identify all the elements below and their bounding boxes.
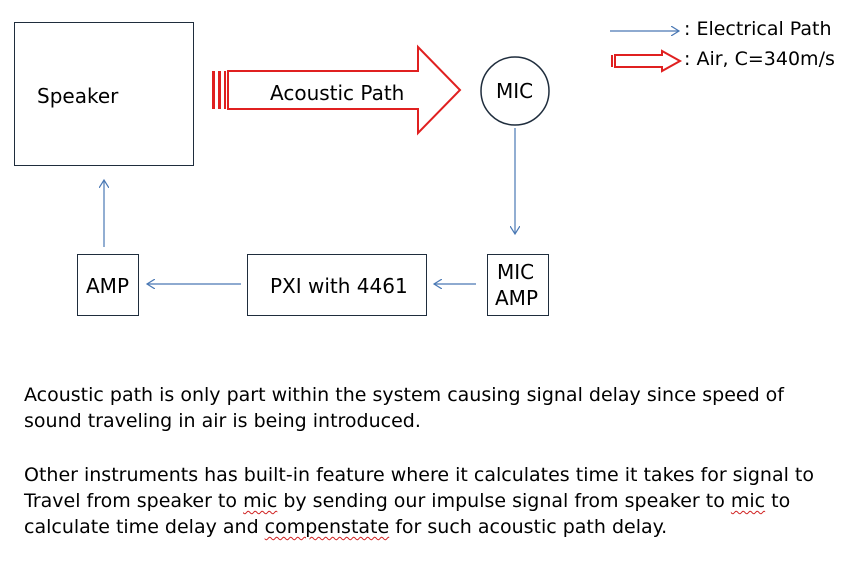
pxi-label: PXI with 4461	[270, 274, 408, 298]
pxi-box: PXI with 4461	[247, 254, 427, 316]
p2-l2-segment-a: Travel from speaker to	[24, 490, 244, 512]
legend-electrical-label: : Electrical Path	[684, 18, 832, 40]
mic-amp-box: MIC AMP	[487, 254, 549, 316]
p2-l3-segment-b: for such acoustic path delay.	[389, 516, 668, 538]
mic-amp-label-line1: MIC	[497, 260, 535, 284]
paragraph-2-line-2: Travel from speaker to mic by sending ou…	[24, 488, 849, 514]
legend-air-label: : Air, C=340m/s	[684, 48, 835, 70]
paragraph-2-line-3: calculate time delay and compenstate for…	[24, 514, 849, 540]
speaker-box: Speaker	[14, 22, 194, 166]
spellcheck-word-mic-2: mic	[730, 490, 766, 512]
paragraph-1-line-2: sound traveling in air is being introduc…	[24, 410, 421, 432]
acoustic-path-label: Acoustic Path	[270, 81, 405, 105]
paragraph-1-line-1: Acoustic path is only part within the sy…	[24, 384, 784, 406]
explanation-paragraph-2: Other instruments has built-in feature w…	[24, 462, 849, 540]
mic-circle	[480, 56, 550, 126]
mic-label: MIC	[496, 79, 534, 103]
explanation-paragraph-1: Acoustic path is only part within the sy…	[24, 382, 849, 434]
paragraph-2-line-1: Other instruments has built-in feature w…	[24, 464, 815, 486]
p2-l3-segment-a: calculate time delay and	[24, 516, 265, 538]
amp-box: AMP	[77, 254, 139, 316]
spellcheck-word-mic-1: mic	[243, 490, 278, 512]
p2-l2-segment-c: to	[765, 490, 791, 512]
acoustic-path-arrow	[212, 44, 462, 136]
amp-label: AMP	[86, 274, 129, 298]
legend-air-sample	[611, 49, 683, 73]
speaker-label: Speaker	[37, 84, 119, 108]
p2-l2-segment-b: by sending our impulse signal from speak…	[277, 490, 731, 512]
spellcheck-word-compenstate: compenstate	[264, 516, 390, 538]
mic-amp-label-line2: AMP	[495, 286, 538, 310]
